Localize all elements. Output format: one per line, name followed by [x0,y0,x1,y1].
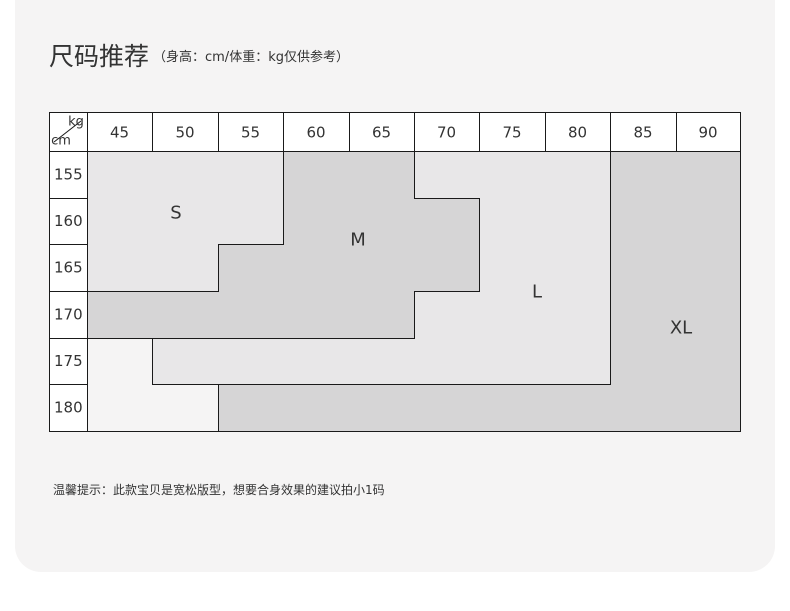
weight-header-cell: 70 [437,124,456,142]
size-cell [218,198,284,245]
height-header-cell: 175 [54,352,83,370]
size-cell [610,384,677,432]
size-cell [414,151,480,199]
height-header-cell: 155 [54,166,83,184]
size-cell [545,244,611,292]
size-cell [676,244,741,292]
size-cell [218,384,284,432]
size-tip-note: 温馨提示：此款宝贝是宽松版型，想要合身效果的建议拍小1码 [53,483,385,497]
size-cell [676,151,741,199]
height-header-cell: 165 [54,259,83,277]
size-cell [218,291,284,339]
table-border [49,112,741,432]
size-label-m: M [350,230,366,251]
size-cell [479,244,546,292]
height-header-cell: 170 [54,306,83,324]
weight-header-cell: 55 [241,124,260,142]
size-cell [545,338,611,385]
weight-header-cell: 80 [568,124,587,142]
size-cell [218,151,284,199]
size-cell [676,338,741,385]
size-cell [610,244,677,292]
header-row-bg [49,112,740,151]
height-header-cell: 180 [54,399,83,417]
size-label-xl: XL [670,318,692,339]
size-cell [87,244,153,292]
size-cell [545,384,611,432]
size-cell [152,291,219,339]
size-cell [479,384,546,432]
size-cell [349,338,415,385]
size-cell [349,244,415,292]
corner-label-cm: cm [51,134,71,149]
size-cell [349,291,415,339]
size-cell [676,198,741,245]
page-title: 尺码推荐 [49,42,149,71]
size-cell [152,198,219,245]
size-cell [349,198,415,245]
size-cell [610,291,677,339]
size-cell [152,244,219,292]
size-cell [676,291,741,339]
corner-label-kg: kg [68,115,84,130]
weight-header-cell: 75 [502,124,521,142]
size-cell [218,244,284,292]
size-cell [152,384,219,432]
size-cell [283,338,350,385]
size-cell [479,338,546,385]
weight-header-cell: 90 [698,124,717,142]
size-cell [610,198,677,245]
size-cell [414,338,480,385]
size-cell [479,198,546,245]
size-cell [545,291,611,339]
size-cell [152,338,219,385]
size-cell [87,198,153,245]
size-cell [283,291,350,339]
size-cell [479,291,546,339]
size-label-l: L [532,282,542,303]
size-cell [283,384,350,432]
size-cell [545,151,611,199]
size-cell [349,151,415,199]
corner-diagonal [53,120,82,143]
size-cell [283,244,350,292]
height-header-cell: 160 [54,212,83,230]
weight-header-cell: 45 [110,124,129,142]
size-cell [676,384,741,432]
size-cell [414,291,480,339]
size-cell [218,338,284,385]
page-subtitle: （身高：cm/体重：kg仅供参考） [153,50,349,65]
size-cell [610,338,677,385]
size-cell [87,384,153,432]
weight-header-cell: 60 [306,124,325,142]
size-cell [479,151,546,199]
size-cell [414,244,480,292]
title-row: 尺码推荐 （身高：cm/体重：kg仅供参考） [49,40,749,74]
size-cell [87,291,153,339]
size-cell [545,198,611,245]
size-cell [283,151,350,199]
size-label-s: S [170,203,181,224]
weight-header-cell: 65 [372,124,391,142]
size-cell [283,198,350,245]
size-cell [152,151,219,199]
size-cell [349,384,415,432]
size-cell [87,151,153,199]
size-cell [414,198,480,245]
size-cell [87,338,153,385]
size-cell [414,384,480,432]
weight-header-cell: 85 [633,124,652,142]
weight-header-cell: 50 [175,124,194,142]
size-cell [610,151,677,199]
